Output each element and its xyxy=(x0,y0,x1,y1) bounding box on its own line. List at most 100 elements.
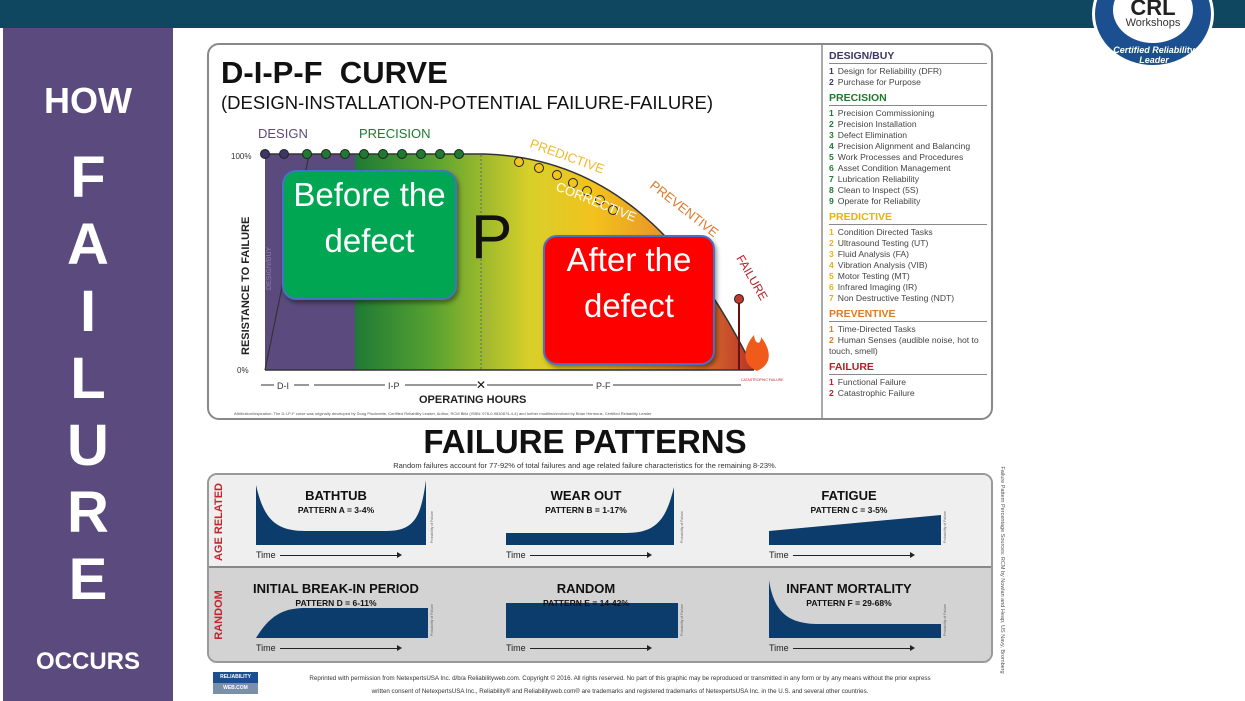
time-arrow xyxy=(280,645,402,651)
dipf-title: D-I-P-F CURVE xyxy=(221,55,448,90)
before-defect-text: Before the defect xyxy=(293,176,446,259)
curve-step-dot xyxy=(734,294,744,304)
reliabilityweb-logo: RELIABILITY WEB.COM xyxy=(213,672,258,694)
pattern-name: FATIGUE xyxy=(821,488,877,503)
attribution-text: Attribution/inspiration: The D-I-P-F cur… xyxy=(234,411,652,416)
time-label: Time xyxy=(769,550,789,560)
time-label: Time xyxy=(256,550,276,560)
y-bottom-label: 0% xyxy=(237,366,249,375)
dipf-subtitle: (DESIGN-INSTALLATION-POTENTIAL FAILURE-F… xyxy=(221,92,714,113)
failure-pattern-initial-break-in-period: Probability of Failure INITIAL BREAK-IN P… xyxy=(236,568,436,661)
time-label: Time xyxy=(506,643,526,653)
probability-label: Probability of Failure xyxy=(680,604,684,636)
curve-step-dot xyxy=(568,178,578,188)
failure-patterns-subtitle: Random failures account for 77-92% of to… xyxy=(393,461,777,470)
side-letter: L xyxy=(70,346,106,411)
legend-heading: FAILURE xyxy=(829,361,987,375)
time-arrow xyxy=(530,645,652,651)
logo-ring-text: Certified Reliability Leader xyxy=(1113,45,1195,65)
side-occurs: OCCURS xyxy=(35,648,140,675)
top-banner xyxy=(0,0,1245,28)
before-defect-box: Before the defect xyxy=(282,170,457,300)
side-letter: I xyxy=(79,279,97,344)
legend-heading: DESIGN/BUY xyxy=(829,50,987,64)
legend-heading: PREVENTIVE xyxy=(829,308,987,322)
pattern-curve xyxy=(256,608,428,638)
pattern-curve xyxy=(506,603,678,638)
pattern-source-note: Failure Pattern Percentage Sources: RCM … xyxy=(995,466,1009,673)
pattern-name: INFANT MORTALITY xyxy=(786,581,912,596)
pattern-curve xyxy=(769,580,941,638)
probability-label: Probability of Failure xyxy=(943,604,947,636)
design-buy-vertical: DESIGN/BUY xyxy=(266,246,273,290)
pf-label: P-F xyxy=(596,381,611,391)
logo-bottom: WEB.COM xyxy=(213,683,258,694)
pattern-name: WEAR OUT xyxy=(550,488,622,503)
curve-step-dot xyxy=(279,149,289,159)
pattern-source-text: Failure Pattern Percentage Sources: RCM … xyxy=(999,466,1005,674)
legend-heading: PRECISION xyxy=(829,92,987,106)
di-label: D-I xyxy=(277,381,289,391)
curve-step-dot xyxy=(340,149,350,159)
pattern-name: INITIAL BREAK-IN PERIOD xyxy=(253,581,419,596)
legend-heading: PREDICTIVE xyxy=(829,211,987,225)
side-letter: E xyxy=(68,547,108,612)
pattern-name: BATHTUB xyxy=(305,488,367,503)
probability-label: Probability of Failure xyxy=(430,604,434,636)
logo-top: RELIABILITY xyxy=(213,672,258,683)
curve-step-dot xyxy=(359,149,369,159)
side-letter: R xyxy=(67,480,109,545)
side-letter: A xyxy=(67,212,109,277)
logo-workshops: Workshops xyxy=(1125,17,1181,29)
curve-step-dot xyxy=(534,163,544,173)
pattern-percent: PATTERN A = 3-4% xyxy=(297,505,375,515)
curve-step-dot xyxy=(595,195,605,205)
curve-step-dot xyxy=(582,186,592,196)
y-axis-label: RESISTANCE TO FAILURE xyxy=(240,217,252,355)
row-label-age-related: AGE RELATED xyxy=(213,482,225,561)
zone-precision: PRECISION xyxy=(359,126,431,141)
pattern-curve xyxy=(506,487,674,545)
footer-line-2: written consent of NetexpertsUSA Inc., R… xyxy=(371,688,869,695)
copyright-footer: Reprinted with permission from Netexpert… xyxy=(270,672,970,698)
curve-step-dot xyxy=(435,149,445,159)
side-letter: F xyxy=(70,145,106,210)
dipf-curve-panel: D-I-P-F CURVE (DESIGN-INSTALLATION-POTEN… xyxy=(207,43,993,420)
pattern-curve xyxy=(256,480,426,545)
curve-step-dot xyxy=(397,149,407,159)
after-defect-box: After the defect xyxy=(543,235,715,365)
pattern-percent: PATTERN D = 6-11% xyxy=(295,598,377,608)
side-letter: U xyxy=(67,413,109,478)
potential-failure-vertical: POTENTIAL FAILURE xyxy=(485,295,492,365)
curve-step-dot xyxy=(302,149,312,159)
curve-step-dot xyxy=(321,149,331,159)
curve-line xyxy=(265,153,755,371)
curve-step-dot xyxy=(378,149,388,159)
p-marker: P xyxy=(471,203,513,272)
pattern-percent: PATTERN E = 14-42% xyxy=(543,598,629,608)
ip-label: I-P xyxy=(388,381,400,391)
curve-step-dot xyxy=(514,157,524,167)
catastrophic-label: CATASTROPHIC FAILURE xyxy=(741,378,784,382)
curve-step-dot xyxy=(260,149,270,159)
